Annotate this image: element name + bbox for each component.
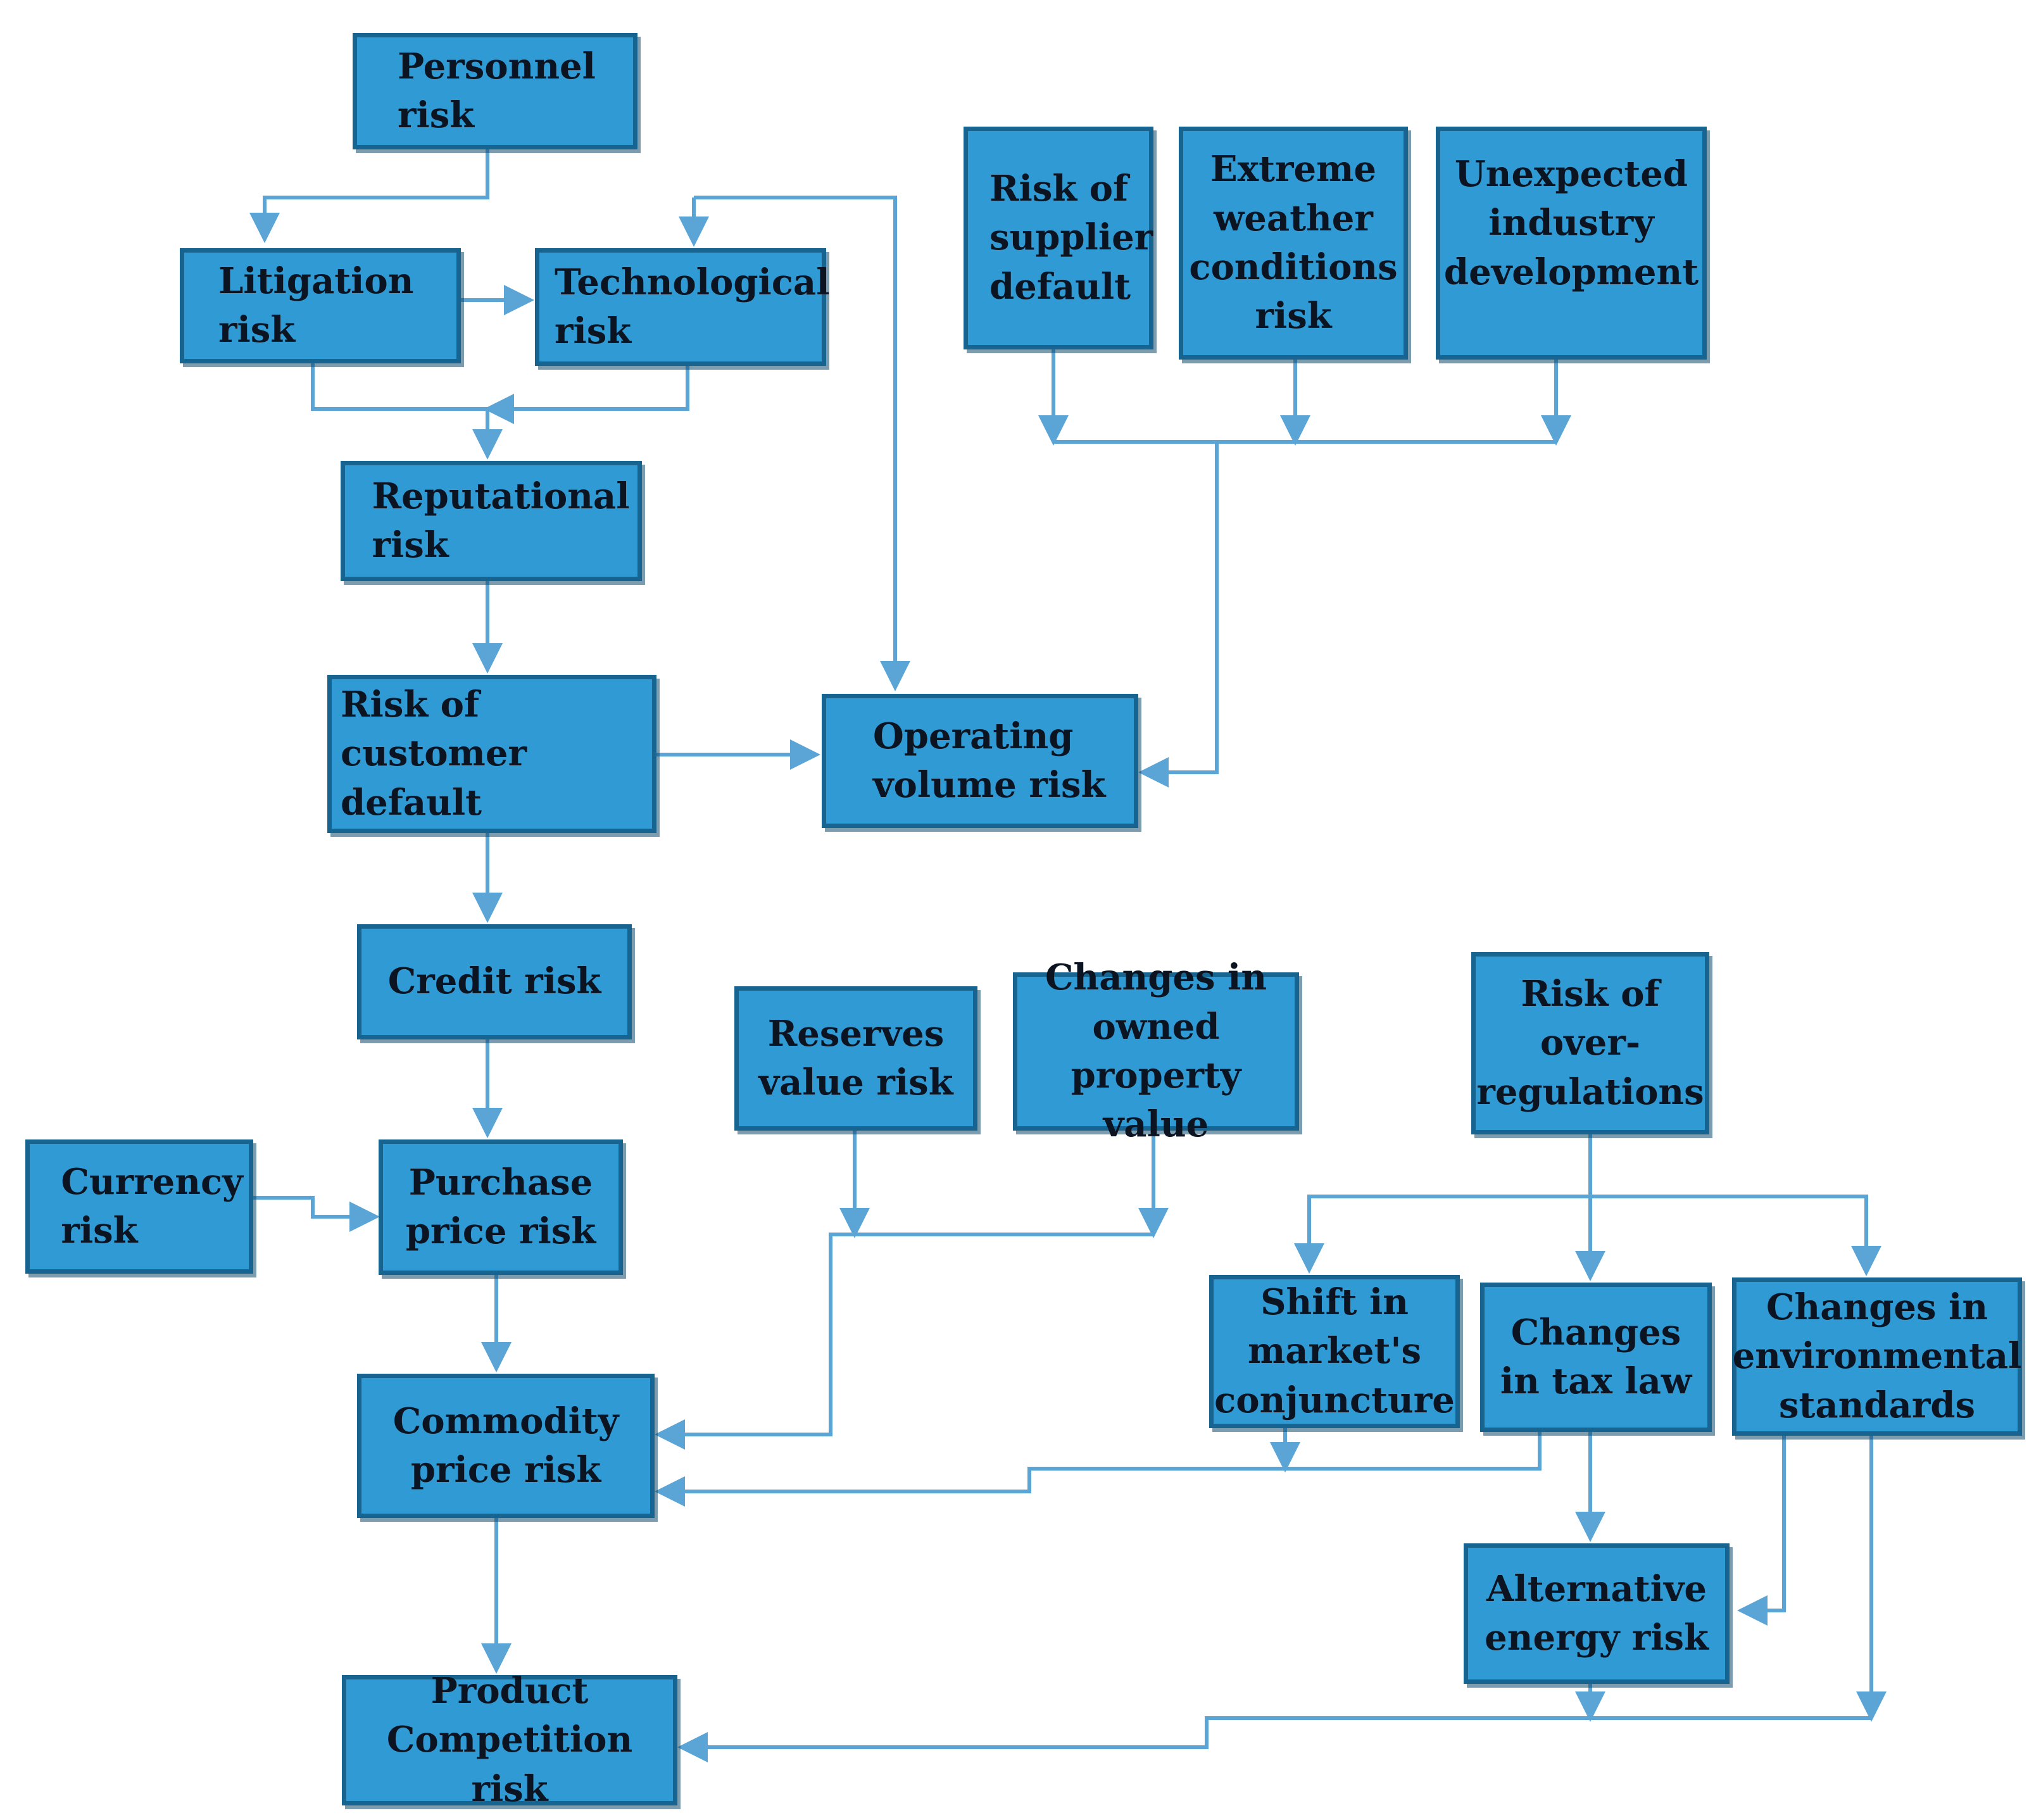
owned-property-box: Changes in owned property value	[1013, 957, 1299, 1145]
owned-property-label: Changes in owned property value	[1045, 957, 1267, 1146]
commodity-price-label: Commodity price risk	[392, 1400, 619, 1491]
operating-volume-label: Operating volume risk	[873, 715, 1106, 806]
edge-currency-purchase-price	[253, 1196, 380, 1232]
product-competition-box: Product Competition risk	[342, 1670, 677, 1810]
edge-personnel-operating-volume	[694, 196, 910, 691]
litigation-risk-box: Litigation risk	[180, 248, 461, 363]
product-competition-label: Product Competition risk	[386, 1670, 633, 1810]
market-conjuncture-label: Shift in market's conjuncture	[1214, 1281, 1455, 1421]
technological-risk-label: Technological risk	[555, 261, 830, 352]
reserves-value-label: Reserves value risk	[758, 1012, 953, 1103]
supplier-default-label: Risk of supplier default	[989, 168, 1153, 308]
personnel-risk-box: Personnel risk	[353, 33, 637, 149]
credit-risk-box: Credit risk	[357, 924, 632, 1039]
reputational-risk-label: Reputational risk	[372, 475, 630, 566]
edge-litigation-reputational	[311, 362, 503, 460]
edge-over-regulations-market-conjuncture	[1294, 1195, 1590, 1274]
customer-default-box: Risk of customer default	[327, 675, 656, 833]
extreme-weather-box: Extreme weather conditions risk	[1179, 127, 1408, 360]
edge-environmental-alternative-energy	[1737, 1436, 1786, 1626]
over-regulations-label: Risk of over- regulations	[1476, 973, 1704, 1113]
alternative-energy-box: Alternative energy risk	[1464, 1543, 1730, 1684]
tax-law-box: Changes in tax law	[1480, 1283, 1712, 1432]
purchase-price-label: Purchase price risk	[405, 1161, 596, 1252]
edge-personnel-litigation	[249, 147, 489, 243]
edge-technological-reputational	[484, 365, 689, 424]
edge-tax-law-commodity-price	[655, 1432, 1542, 1507]
environmental-standards-label: Changes in environmental standards	[1732, 1286, 2022, 1426]
edge-bottom-bus	[677, 1716, 1871, 1762]
purchase-price-box: Purchase price risk	[379, 1139, 623, 1275]
edge-reserves-property-bus	[655, 1233, 1153, 1450]
environmental-standards-box: Changes in environmental standards	[1732, 1277, 2022, 1436]
reserves-value-box: Reserves value risk	[734, 986, 977, 1131]
reputational-risk-box: Reputational risk	[341, 461, 642, 581]
unexpected-industry-box: Unexpected industry development	[1436, 127, 1707, 360]
supplier-default-box: Risk of supplier default	[964, 127, 1153, 349]
extreme-weather-label: Extreme weather conditions risk	[1189, 148, 1398, 337]
customer-default-label: Risk of customer default	[341, 684, 527, 824]
operating-volume-box: Operating volume risk	[822, 694, 1138, 828]
unexpected-industry-label: Unexpected industry development	[1443, 153, 1699, 293]
over-regulations-box: Risk of over- regulations	[1471, 952, 1709, 1134]
alternative-energy-label: Alternative energy risk	[1485, 1567, 1709, 1659]
edge-over-regulations-environmental	[1590, 1195, 1881, 1276]
commodity-price-box: Commodity price risk	[357, 1374, 655, 1518]
technological-risk-box: Technological risk	[535, 248, 830, 366]
litigation-risk-label: Litigation risk	[218, 260, 414, 351]
currency-risk-label: Currency risk	[61, 1160, 243, 1252]
market-conjuncture-box: Shift in market's conjuncture	[1209, 1275, 1460, 1428]
currency-risk-box: Currency risk	[25, 1139, 253, 1274]
credit-risk-label: Credit risk	[387, 960, 601, 1003]
tax-law-label: Changes in tax law	[1500, 1311, 1692, 1402]
personnel-risk-label: Personnel risk	[398, 45, 596, 136]
edge-trio-to-operating-volume	[1138, 442, 1219, 788]
